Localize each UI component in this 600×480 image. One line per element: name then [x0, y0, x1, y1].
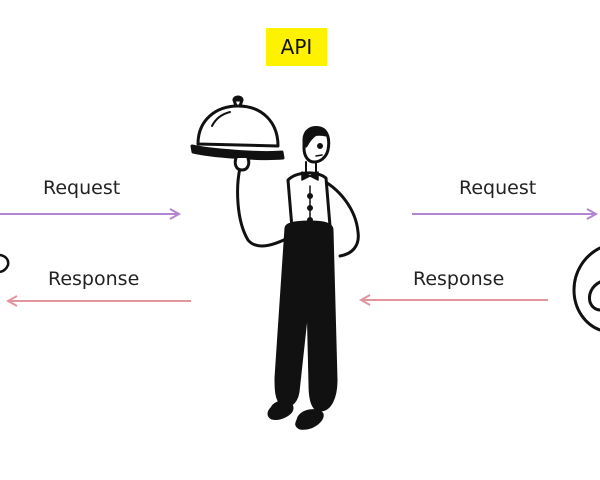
- left-request-arrow: [0, 208, 182, 220]
- waiter-icon: [233, 126, 360, 430]
- left-response-label: Response: [48, 268, 140, 290]
- left-request-label: Request: [43, 177, 121, 199]
- right-request-label: Request: [459, 177, 537, 199]
- server-icon: [572, 246, 600, 332]
- cloche-icon: [190, 95, 285, 161]
- right-response-arrow: [358, 294, 548, 306]
- api-title-badge: API: [266, 28, 327, 66]
- client-icon: [0, 253, 10, 274]
- left-response-arrow: [5, 295, 191, 307]
- right-request-arrow: [412, 208, 599, 220]
- right-response-label: Response: [413, 268, 505, 290]
